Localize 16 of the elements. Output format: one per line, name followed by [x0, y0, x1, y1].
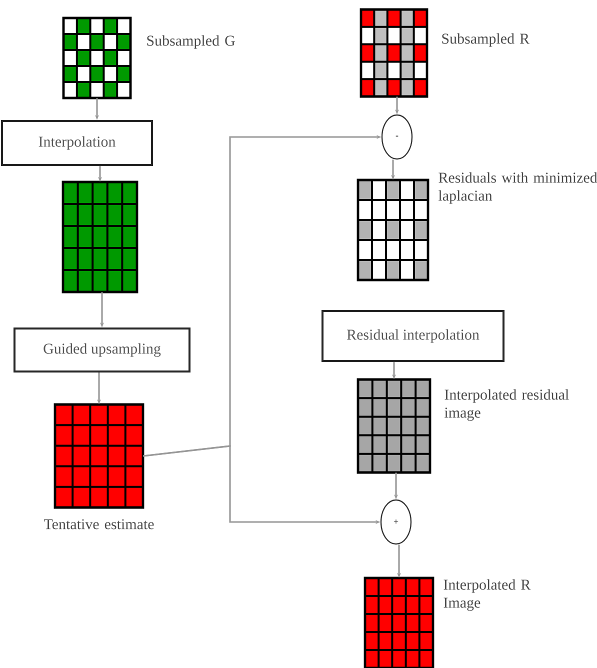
image-caption: Interpolated R Image — [444, 579, 531, 611]
pixel-grid-drawing — [364, 576, 434, 668]
image-caption: Tentative estimate — [44, 519, 154, 530]
image-caption: Subsampled G — [147, 35, 235, 49]
image-caption: Residuals with minimized laplacian — [438, 172, 597, 204]
pixel-grid-drawing — [356, 378, 432, 474]
image-caption: Subsampled R — [442, 33, 530, 47]
pixel-grid-drawing — [62, 16, 132, 100]
process-box: Guided upsampling — [14, 328, 190, 372]
pixel-grid-drawing — [356, 178, 430, 282]
process-box: Interpolation — [1, 120, 153, 166]
pixel-grid-drawing — [62, 180, 138, 294]
pixel-grid-drawing — [360, 8, 428, 98]
process-box: Residual interpolation — [322, 310, 504, 362]
image-caption: Interpolated residual image — [444, 389, 569, 421]
pixel-grid-drawing — [54, 403, 144, 509]
